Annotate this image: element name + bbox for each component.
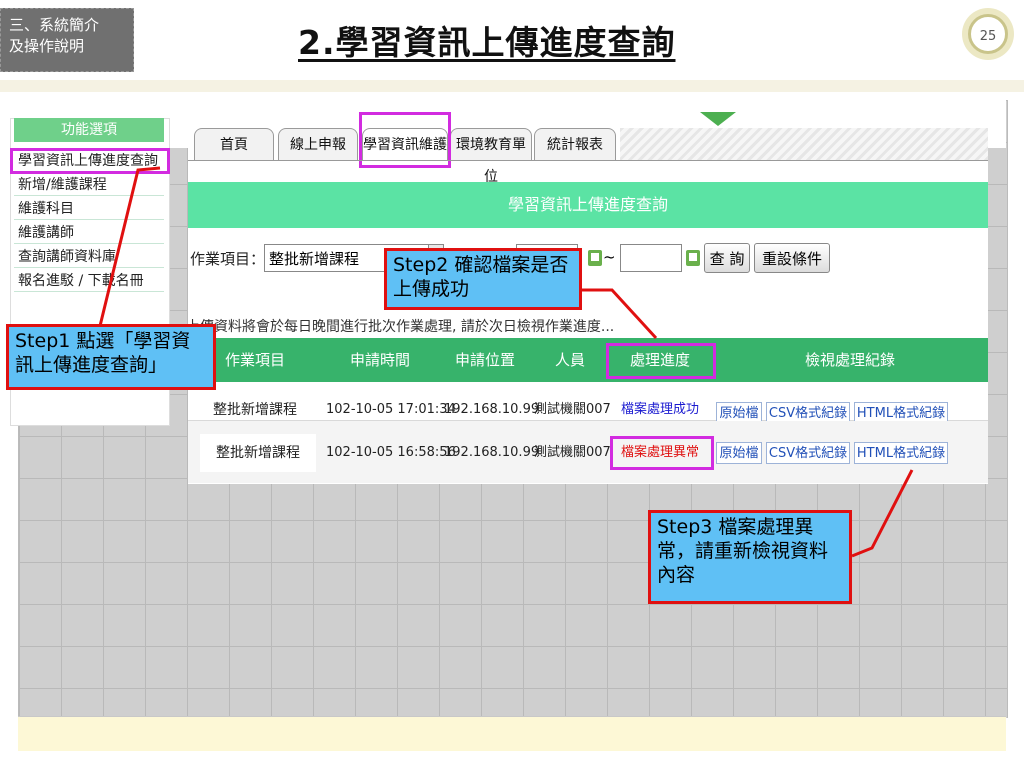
menu-header: 功能選項 xyxy=(14,118,164,142)
step1-connector xyxy=(98,166,161,327)
row2-user: 測試機關007 xyxy=(534,445,611,460)
menu-item-lecturers[interactable]: 維護講師 xyxy=(14,222,164,244)
row2-status: 檔案處理異常 xyxy=(620,445,699,460)
calendar-icon-end[interactable] xyxy=(686,250,700,266)
section-label-line2: 及操作說明 xyxy=(9,37,85,55)
tab-online-report[interactable]: 線上申報 xyxy=(278,128,358,160)
batch-notice: 上傳資料將會於每日晚間進行批次作業處理, 請於次日檢視作業進度... xyxy=(186,319,615,335)
row1-user: 測試機關007 xyxy=(534,402,611,417)
step2-connector xyxy=(580,288,658,340)
date-separator: ~ xyxy=(603,248,616,266)
error-status-highlight xyxy=(610,436,714,470)
row1-status: 檔案處理成功 xyxy=(620,402,699,417)
tab-home[interactable]: 首頁 xyxy=(194,128,274,160)
menu-item-courses[interactable]: 新增/維護課程 xyxy=(14,174,164,196)
footer-band xyxy=(18,716,1006,751)
row2-csv-log-link[interactable]: CSV格式紀錄 xyxy=(766,442,850,464)
row1-job-item: 整批新增課程 xyxy=(213,402,297,418)
row2-ip: 192.168.10.99 xyxy=(444,445,540,460)
menu-item-lecturer-db[interactable]: 查詢講師資料庫 xyxy=(14,246,164,268)
row1-ip: 192.168.10.99 xyxy=(444,402,540,417)
row2-time: 102-10-05 16:58:56 xyxy=(326,445,456,460)
tab-divider xyxy=(188,160,988,161)
query-button[interactable]: 查 詢 xyxy=(704,243,750,273)
menu-item-subjects[interactable]: 維護科目 xyxy=(14,198,164,220)
header-divider xyxy=(0,80,1024,92)
decor-arrow-icon xyxy=(700,112,736,126)
th-apply-time: 申請時間 xyxy=(349,351,410,369)
end-date-input[interactable] xyxy=(620,244,682,272)
th-progress: 處理進度 xyxy=(629,351,690,369)
section-badge: 三、系統簡介 及操作說明 xyxy=(0,8,134,72)
step2-callout: Step2 確認檔案是否上傳成功 xyxy=(384,248,582,310)
progress-header-highlight xyxy=(606,343,716,379)
reset-button[interactable]: 重設條件 xyxy=(754,243,830,273)
row2-html-log-link[interactable]: HTML格式紀錄 xyxy=(854,442,948,464)
tab-statistics[interactable]: 統計報表 xyxy=(534,128,616,160)
step3-connector xyxy=(851,469,914,558)
page-number: 25 xyxy=(968,14,1008,54)
job-item-label: 作業項目： xyxy=(190,250,266,268)
tab-env-edu-unit[interactable]: 環境教育單位 xyxy=(450,128,532,185)
tab-learning-info[interactable]: 學習資訊維護 xyxy=(362,128,448,160)
step1-callout: Step1 點選「學習資訊上傳進度查詢」 xyxy=(6,324,216,390)
row2-job-item: 整批新增課程 xyxy=(200,434,316,472)
row2-original-file-link[interactable]: 原始檔 xyxy=(716,442,762,464)
section-label-line1: 三、系統簡介 xyxy=(9,16,100,34)
th-apply-location: 申請位置 xyxy=(454,351,515,369)
slide-title: 2.學習資訊上傳進度查詢 xyxy=(298,23,676,62)
table-header xyxy=(188,338,988,382)
th-job-item: 作業項目 xyxy=(224,351,285,369)
row1-html-log-link[interactable]: HTML格式紀錄 xyxy=(854,402,948,424)
step3-callout: Step3 檔案處理異常，請重新檢視資料內容 xyxy=(648,510,852,604)
panel-title: 學習資訊上傳進度查詢 xyxy=(188,182,988,228)
th-user: 人員 xyxy=(554,351,585,369)
row1-time: 102-10-05 17:01:34 xyxy=(326,402,456,417)
th-view-records: 檢視處理紀錄 xyxy=(804,351,895,369)
menu-highlight-box xyxy=(10,148,170,174)
tab-highlight-box xyxy=(359,112,451,168)
row-divider xyxy=(188,420,988,421)
calendar-icon[interactable] xyxy=(588,250,602,266)
tabbar-decoration xyxy=(620,128,988,160)
